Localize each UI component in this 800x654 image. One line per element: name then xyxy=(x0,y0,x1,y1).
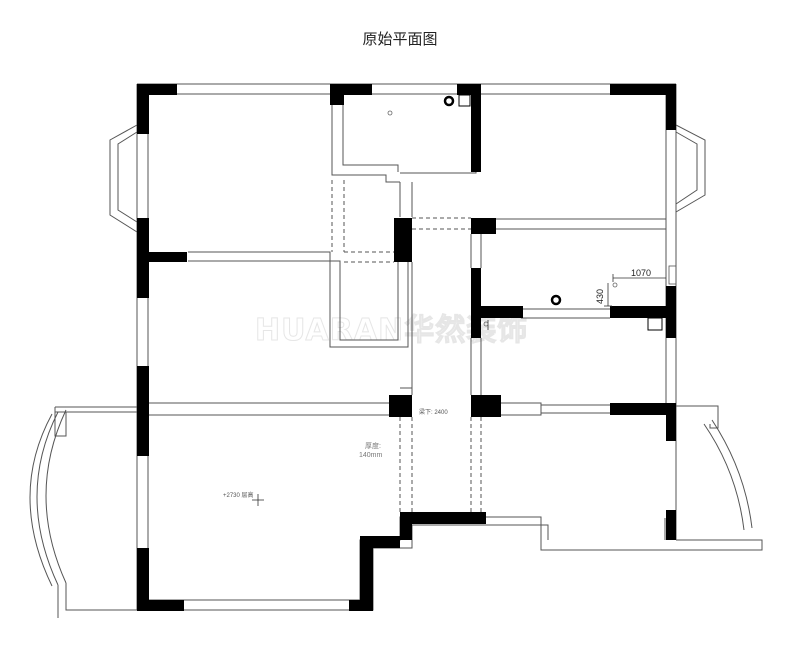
fixtures xyxy=(387,94,677,331)
shaft-icon xyxy=(647,317,663,331)
structural-walls xyxy=(137,84,676,611)
vent-icon xyxy=(668,265,677,285)
beam-height-note: 梁下: 2400 xyxy=(419,408,448,416)
dimension-1070: 1070 xyxy=(631,268,651,278)
watermark: HUARAN华然装饰 xyxy=(255,313,528,348)
dimension-lines xyxy=(252,274,666,506)
level-note: +2730 层高 xyxy=(223,491,254,499)
wall-thickness-label: 厚度: xyxy=(365,441,381,450)
page-title: 原始平面图 xyxy=(362,30,438,48)
shaft-icon xyxy=(458,94,471,107)
pipe-icon xyxy=(550,294,562,306)
drain-icon xyxy=(612,282,618,288)
dashed-openings xyxy=(331,180,482,512)
dimension-430: 430 xyxy=(595,289,605,304)
drain-icon xyxy=(483,321,489,327)
pipe-icon xyxy=(443,95,455,107)
wall-thickness-value: 140mm xyxy=(359,452,383,459)
drain-icon xyxy=(387,110,393,116)
